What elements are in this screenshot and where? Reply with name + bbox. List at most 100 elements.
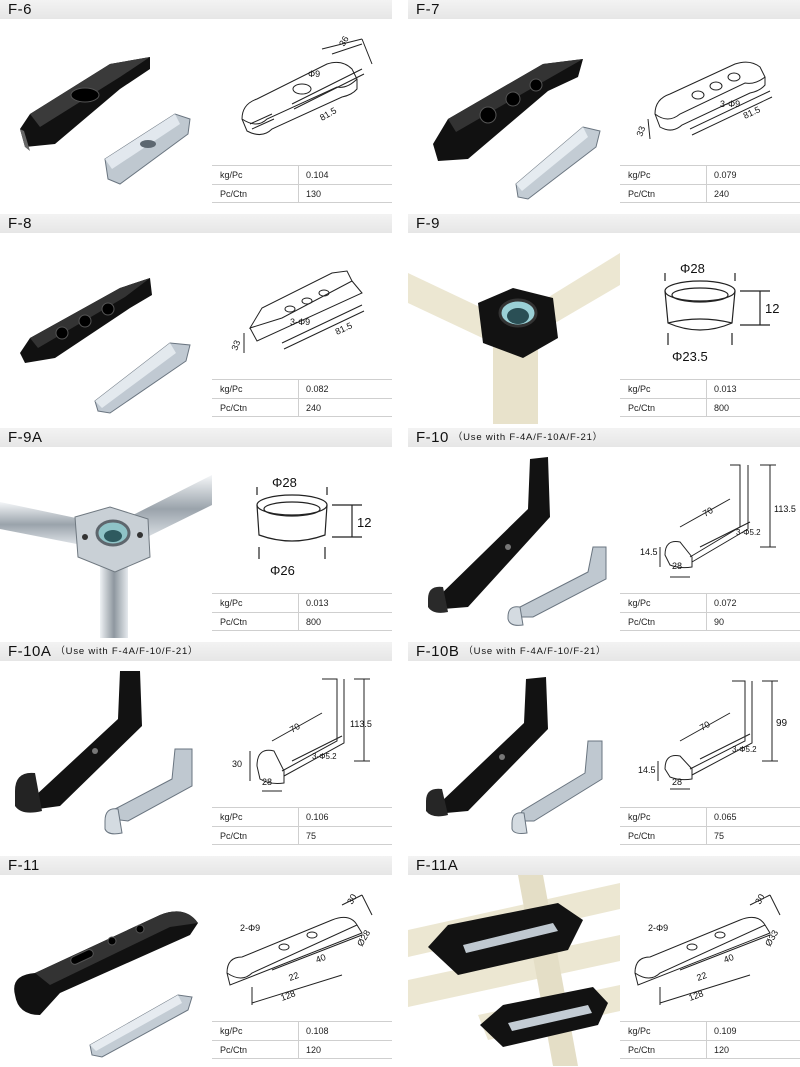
dimension-label: Φ28 [272, 475, 297, 490]
product-photo-pipe-assembly-with-connector-plates [408, 875, 620, 1066]
spec-label: Pc/Ctn [220, 831, 248, 841]
dimension-label: 70 [288, 721, 302, 735]
dimension-label: 2-Φ9 [648, 923, 668, 933]
spec-value: 0.082 [306, 384, 329, 394]
title-bar: F-8 [0, 214, 392, 233]
spec-row-weight: kg/Pc 0.109 [620, 1021, 800, 1040]
product-photo-l-bracket-black-and-zinc [408, 447, 620, 638]
spec-row-carton: Pc/Ctn 130 [212, 184, 392, 203]
spec-value: 0.065 [714, 812, 737, 822]
dimension-label: 40 [314, 952, 327, 965]
product-photo-three-way-pipe-joint-black [408, 233, 620, 424]
dimension-label: Φ28 [680, 261, 705, 276]
spec-label: Pc/Ctn [220, 403, 248, 413]
compatibility-note: （Use with F-4A/F-10A/F-21） [452, 432, 603, 443]
spec-label: kg/Pc [628, 598, 651, 608]
technical-drawing-ring-cap: Φ28 12 Φ23.5 [620, 233, 800, 379]
spec-row-carton: Pc/Ctn 120 [212, 1040, 392, 1059]
compatibility-note: （Use with F-4A/F-10/F-21） [55, 646, 199, 657]
spec-label: kg/Pc [220, 1026, 243, 1036]
dimension-label: 33 [229, 339, 242, 352]
dimension-label: Φ26 [270, 563, 295, 578]
spec-value: 0.106 [306, 812, 329, 822]
spec-label: Pc/Ctn [628, 617, 656, 627]
spec-value: 240 [306, 403, 322, 413]
product-code: F-10A（Use with F-4A/F-10/F-21） [8, 643, 199, 660]
spec-label: Pc/Ctn [220, 1045, 248, 1055]
product-card-f7: F-7 33 3-Φ9 81.5 kg/Pc 0.079 [408, 0, 800, 210]
spec-value: 0.013 [306, 598, 329, 608]
spec-row-carton: Pc/Ctn 75 [620, 826, 800, 845]
dimension-label: 28 [672, 561, 682, 571]
spec-row-weight: kg/Pc 0.108 [212, 1021, 392, 1040]
spec-value: 120 [306, 1045, 322, 1055]
dimension-label: 81.5 [318, 105, 338, 122]
spec-value: 130 [306, 189, 322, 199]
dimension-label: 12 [357, 515, 371, 530]
spec-row-carton: Pc/Ctn 75 [212, 826, 392, 845]
dimension-label: 70 [701, 505, 715, 519]
dimension-label: 3-Φ5.2 [732, 745, 757, 754]
dimension-label: 3-Φ9 [720, 99, 740, 109]
dimension-label: 70 [698, 719, 712, 733]
title-bar: F-11 [0, 856, 392, 875]
dimension-label: 3-Φ9 [290, 317, 310, 327]
spec-row-carton: Pc/Ctn 800 [620, 398, 800, 417]
spec-label: kg/Pc [220, 170, 243, 180]
spec-row-carton: Pc/Ctn 240 [212, 398, 392, 417]
spec-row-weight: kg/Pc 0.079 [620, 165, 800, 184]
spec-value: 0.079 [714, 170, 737, 180]
spec-row-carton: Pc/Ctn 240 [620, 184, 800, 203]
product-code: F-11A [416, 857, 459, 874]
spec-value: 240 [714, 189, 730, 199]
spec-row-weight: kg/Pc 0.082 [212, 379, 392, 398]
product-card-f10: F-10（Use with F-4A/F-10A/F-21） 70 113.5 … [408, 428, 800, 638]
product-code: F-11 [8, 857, 40, 874]
spec-row-weight: kg/Pc 0.065 [620, 807, 800, 826]
spec-value: 90 [714, 617, 725, 627]
spec-row-weight: kg/Pc 0.104 [212, 165, 392, 184]
dimension-label: 36 [337, 34, 351, 48]
dimension-label: 14.5 [638, 765, 656, 775]
spec-value: 800 [306, 617, 322, 627]
product-card-f11: F-11 2-Φ9 30 Ø28 40 22 128 [0, 856, 392, 1066]
product-photo-black-and-zinc-connector-plates [0, 233, 212, 424]
dimension-label: 3-Φ5.2 [312, 752, 337, 761]
technical-drawing-l-bracket: 70 99 3-Φ5.2 14.5 28 [620, 661, 800, 807]
dimension-label: Ø28 [355, 928, 372, 948]
dimension-label: 12 [765, 301, 779, 316]
technical-drawing-l-bracket: 70 113.5 3-Φ5.2 14.5 28 [620, 447, 800, 593]
technical-drawing-arched-plate: 36 Φ9 81.5 [212, 19, 392, 165]
spec-value: 0.013 [714, 384, 737, 394]
dimension-label: 28 [262, 777, 272, 787]
dimension-label: 28 [672, 777, 682, 787]
technical-drawing-long-plate: 2-Φ9 30 Ø33 40 22 128 [620, 875, 800, 1021]
spec-label: kg/Pc [628, 1026, 651, 1036]
title-bar: F-9 [408, 214, 800, 233]
product-code: F-10（Use with F-4A/F-10A/F-21） [416, 429, 603, 446]
technical-drawing-arched-plate: 33 3-Φ9 81.5 [620, 19, 800, 165]
dimension-label: 22 [287, 970, 300, 983]
dimension-label: 3-Φ5.2 [736, 528, 761, 537]
spec-row-weight: kg/Pc 0.013 [620, 379, 800, 398]
dimension-label: 81.5 [334, 320, 354, 336]
product-photo-long-connector-plate-black-and-zinc [0, 875, 212, 1066]
spec-row-weight: kg/Pc 0.106 [212, 807, 392, 826]
spec-value: 0.108 [306, 1026, 329, 1036]
dimension-label: 30 [753, 892, 767, 906]
technical-drawing-long-plate: 2-Φ9 30 Ø28 40 22 128 [212, 875, 392, 1021]
spec-value: 800 [714, 403, 730, 413]
title-bar: F-6 [0, 0, 392, 19]
product-code: F-7 [416, 1, 440, 18]
dimension-label: 99 [776, 718, 788, 729]
spec-label: Pc/Ctn [628, 831, 656, 841]
product-photo-l-bracket-black-and-zinc [408, 661, 620, 852]
dimension-label: Φ9 [308, 69, 320, 79]
product-card-f10a: F-10A（Use with F-4A/F-10/F-21） 70 113.5 … [0, 642, 392, 852]
spec-value: 0.072 [714, 598, 737, 608]
dimension-label: 128 [279, 988, 297, 1003]
spec-label: Pc/Ctn [220, 617, 248, 627]
spec-row-carton: Pc/Ctn 120 [620, 1040, 800, 1059]
spec-label: kg/Pc [628, 170, 651, 180]
product-card-f10b: F-10B（Use with F-4A/F-10/F-21） 70 99 3-Φ… [408, 642, 800, 852]
